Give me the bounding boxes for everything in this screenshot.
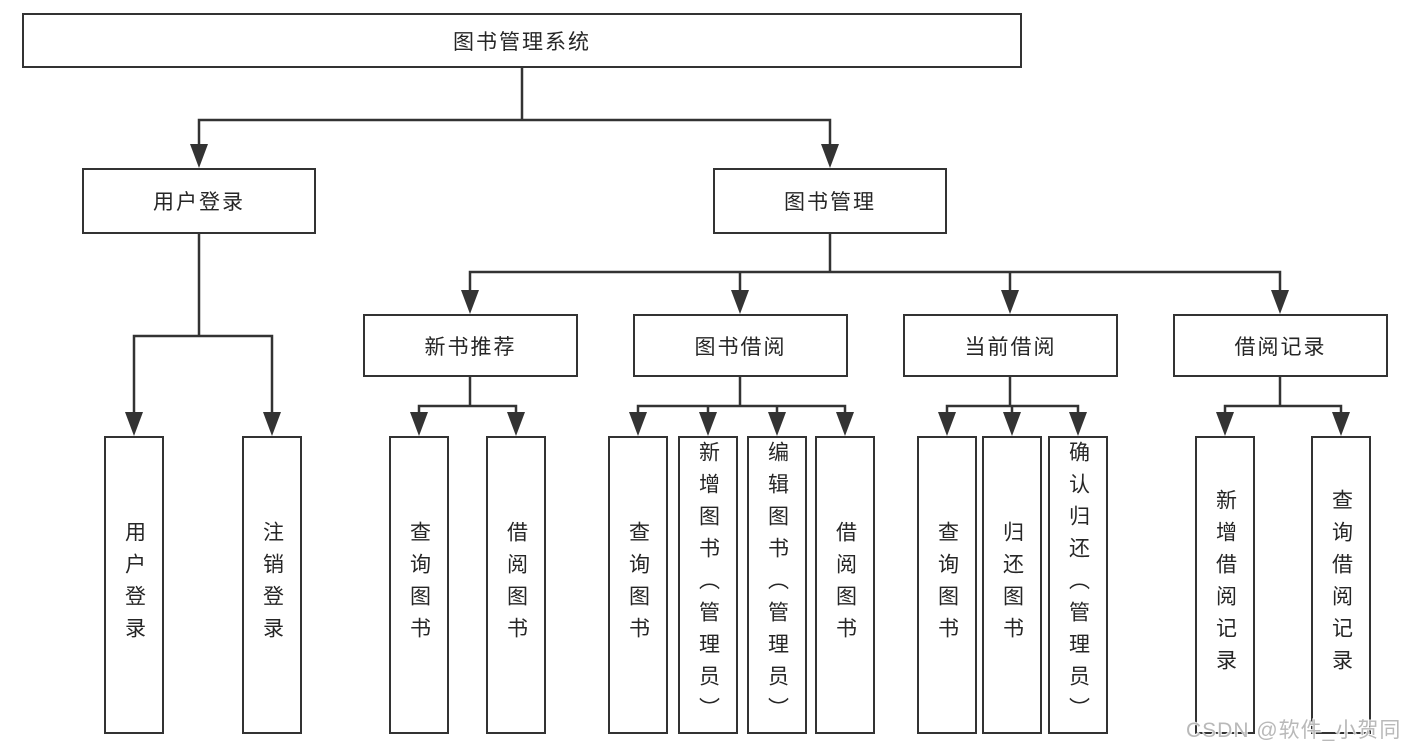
leaf-current-confirm-admin: 确认归还（管理员）	[1048, 436, 1108, 734]
leaf-current-return: 归还图书	[982, 436, 1042, 734]
leaf-label: 确认归还（管理员）	[1066, 441, 1090, 729]
leaf-logout: 注销登录	[242, 436, 302, 734]
leaf-label: 新增图书（管理员）	[696, 441, 720, 729]
leaf-label: 查询图书	[407, 521, 431, 649]
node-borrowing-records: 借阅记录	[1173, 314, 1388, 377]
leaf-records-query: 查询借阅记录	[1311, 436, 1371, 734]
leaf-label: 新增借阅记录	[1213, 489, 1237, 681]
leaf-user-login: 用户登录	[104, 436, 164, 734]
node-label: 图书管理	[784, 191, 876, 214]
leaf-borrow-books: 借阅图书	[815, 436, 875, 734]
node-label: 用户登录	[153, 191, 245, 214]
leaf-label: 查询借阅记录	[1329, 489, 1353, 681]
csdn-watermark: CSDN @软件_小贺同学	[1186, 719, 1402, 742]
leaf-label: 借阅图书	[504, 521, 528, 649]
node-label: 借阅记录	[1234, 335, 1327, 359]
node-book-management: 图书管理	[713, 168, 947, 234]
node-label: 新书推荐	[424, 335, 517, 359]
node-current-borrowing: 当前借阅	[903, 314, 1118, 377]
leaf-new-books-borrow: 借阅图书	[486, 436, 546, 734]
leaf-records-add: 新增借阅记录	[1195, 436, 1255, 734]
node-label: 图书借阅	[694, 335, 787, 359]
leaf-borrow-query: 查询图书	[608, 436, 668, 734]
node-library-management-system: 图书管理系统	[22, 13, 1022, 68]
node-label: 图书管理系统	[453, 30, 591, 54]
node-book-borrowing: 图书借阅	[633, 314, 848, 377]
leaf-new-books-query: 查询图书	[389, 436, 449, 734]
node-new-book-recommendation: 新书推荐	[363, 314, 578, 377]
leaf-borrow-edit-admin: 编辑图书（管理员）	[747, 436, 807, 734]
leaf-label: 编辑图书（管理员）	[765, 441, 789, 729]
leaf-label: 注销登录	[260, 521, 284, 649]
node-user-login: 用户登录	[82, 168, 316, 234]
leaf-label: 查询图书	[626, 521, 650, 649]
leaf-current-query: 查询图书	[917, 436, 977, 734]
node-label: 当前借阅	[964, 335, 1057, 359]
leaf-label: 查询图书	[935, 521, 959, 649]
leaf-label: 借阅图书	[833, 521, 857, 649]
leaf-label: 归还图书	[1000, 521, 1024, 649]
leaf-label: 用户登录	[122, 521, 146, 649]
leaf-borrow-add-admin: 新增图书（管理员）	[678, 436, 738, 734]
